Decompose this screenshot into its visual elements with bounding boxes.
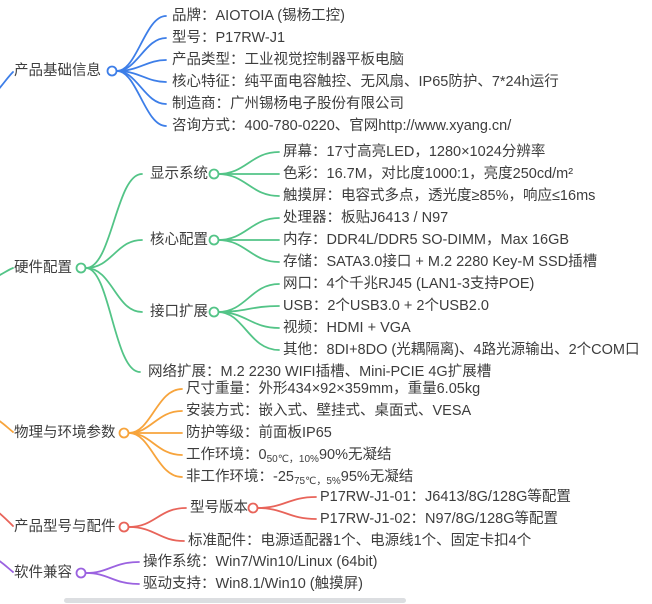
node-storage[interactable]: 存储：SATA3.0接口 + M.2 2280 Key-M SSD插槽 (283, 254, 598, 270)
horizontal-scrollbar-thumb[interactable] (64, 598, 406, 603)
subnode-core-config[interactable]: 核心配置 (150, 232, 208, 248)
node-operating-system[interactable]: 操作系统：Win7/Win10/Linux (64bit) (143, 554, 378, 570)
node-key-features[interactable]: 核心特征：纯平面电容触控、无风扇、IP65防护、7*24h运行 (172, 74, 559, 90)
node-memory[interactable]: 内存：DDR4L/DDR5 SO-DIMM，Max 16GB (283, 232, 570, 248)
collapse-handle[interactable] (75, 567, 87, 579)
node-protection[interactable]: 防护等级：前面板IP65 (186, 425, 332, 441)
node-model-version-01[interactable]: P17RW-J1-01：J6413/8G/128G等配置 (320, 489, 571, 505)
node-installation[interactable]: 安装方式：嵌入式、壁挂式、桌面式、VESA (186, 403, 472, 419)
node-nonworking-env[interactable]: 非工作环境：-2575℃，5%95%无凝结 (186, 466, 413, 488)
collapse-handle[interactable] (118, 521, 130, 533)
node-color[interactable]: 色彩：16.7M，对比度1000:1，亮度250cd/m² (283, 166, 574, 182)
branch-software-compat[interactable]: 软件兼容 (14, 565, 72, 581)
edges-product-basic-info (0, 15, 167, 127)
node-product-type[interactable]: 产品类型：工业视觉控制器平板电脑 (172, 52, 404, 68)
node-processor[interactable]: 处理器：板贴J6413 / N97 (283, 210, 449, 226)
branch-product-basic-info[interactable]: 产品基础信息 (14, 63, 101, 79)
collapse-handle[interactable] (247, 502, 259, 514)
node-brand[interactable]: 品牌：AIOTOIA (锡杨工控) (172, 8, 345, 24)
working-env-prefix: 工作环境：0 (186, 447, 267, 463)
collapse-handle[interactable] (208, 234, 220, 246)
working-env-sub: 50℃，10% (266, 454, 319, 465)
node-usb[interactable]: USB：2个USB3.0 + 2个USB2.0 (283, 298, 489, 314)
subnode-display-system[interactable]: 显示系统 (150, 166, 208, 182)
nonworking-env-prefix: 非工作环境：-25 (186, 469, 294, 485)
edges-physical-env (0, 388, 183, 478)
node-video[interactable]: 视频：HDMI + VGA (283, 320, 411, 336)
collapse-handle[interactable] (208, 168, 220, 180)
node-driver-support[interactable]: 驱动支持：Win8.1/Win10 (触摸屏) (143, 576, 363, 592)
node-contact[interactable]: 咨询方式：400-780-0220、官网http://www.xyang.cn/ (172, 118, 512, 134)
node-ethernet[interactable]: 网口：4个千兆RJ45 (LAN1-3支持POE) (283, 276, 535, 292)
node-working-env[interactable]: 工作环境：050℃，10%90%无凝结 (186, 444, 391, 466)
branch-model-accessories[interactable]: 产品型号与配件 (14, 519, 116, 535)
node-standard-accessories[interactable]: 标准配件：电源适配器1个、电源线1个、固定卡扣4个 (188, 533, 532, 549)
subnode-model-versions[interactable]: 型号版本 (190, 500, 248, 516)
edges-hardware-config (0, 151, 280, 373)
collapse-handle[interactable] (106, 65, 118, 77)
node-model-version-02[interactable]: P17RW-J1-02：N97/8G/128G等配置 (320, 511, 559, 527)
working-env-suffix: 90%无凝结 (318, 447, 392, 463)
subnode-io-expansion[interactable]: 接口扩展 (150, 304, 208, 320)
nonworking-env-sub: 75℃，5% (293, 476, 341, 487)
edges-software-compat (0, 560, 140, 585)
node-touchscreen[interactable]: 触摸屏：电容式多点，透光度≥85%，响应≤16ms (283, 188, 596, 204)
node-network-expansion[interactable]: 网络扩展：M.2 2230 WIFI插槽、Mini-PCIE 4G扩展槽 (148, 364, 492, 380)
node-model[interactable]: 型号：P17RW-J1 (172, 30, 286, 46)
collapse-handle[interactable] (208, 306, 220, 318)
node-manufacturer[interactable]: 制造商：广州锡杨电子股份有限公司 (172, 96, 404, 112)
collapse-handle[interactable] (118, 427, 130, 439)
branch-physical-env[interactable]: 物理与环境参数 (14, 425, 116, 441)
node-other-io[interactable]: 其他：8DI+8DO (光耦隔离)、4路光源输出、2个COM口 (283, 342, 640, 358)
node-size-weight[interactable]: 尺寸重量：外形434×92×359mm，重量6.05kg (186, 381, 481, 397)
node-screen[interactable]: 屏幕：17寸高亮LED，1280×1024分辨率 (283, 144, 546, 160)
edges-model-accessories (0, 496, 317, 542)
branch-hardware-config[interactable]: 硬件配置 (14, 260, 72, 276)
collapse-handle[interactable] (75, 262, 87, 274)
nonworking-env-suffix: 95%无凝结 (340, 469, 414, 485)
